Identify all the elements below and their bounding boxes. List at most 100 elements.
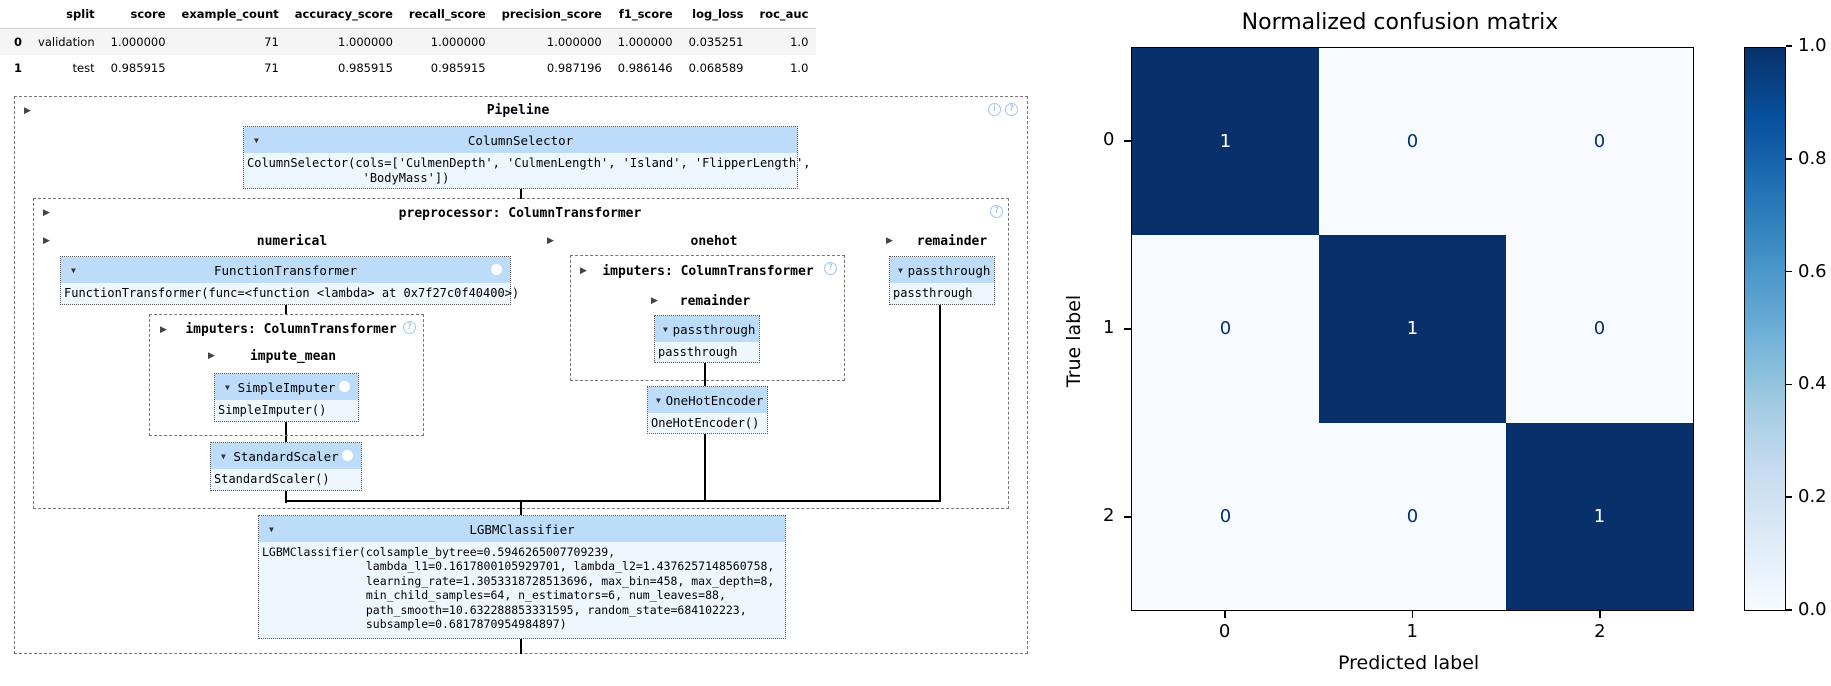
cell-accuracy-score: 0.985915 — [286, 55, 401, 81]
expand-triangle-icon[interactable]: ▶ — [43, 208, 50, 218]
cell-roc-auc: 1.0 — [751, 28, 817, 55]
passthrough-estimator[interactable]: ▼passthrough passthrough — [654, 315, 760, 363]
colorbar-tick-text: 0.2 — [1798, 486, 1827, 508]
cell-recall-score: 0.985915 — [400, 55, 494, 81]
simple-imputer-label: SimpleImputer — [237, 379, 336, 395]
remainder-passthrough-params: passthrough — [893, 286, 973, 300]
cell-precision-score: 1.000000 — [493, 28, 610, 55]
standard-scaler-label: StandardScaler — [233, 448, 339, 464]
expand-triangle-icon[interactable]: ▶ — [43, 236, 50, 246]
y-tick-label: 0 — [1103, 129, 1115, 150]
simple-imputer-estimator[interactable]: ▼ SimpleImputer SimpleImputer() — [214, 373, 359, 422]
x-tick-mark — [1224, 611, 1226, 618]
function-transformer-label: FunctionTransformer — [214, 262, 357, 278]
fitted-status-icon — [491, 264, 502, 275]
lgbm-classifier-estimator[interactable]: ▼LGBMClassifier LGBMClassifier(colsample… — [258, 515, 786, 639]
matrix-cell: 0 — [1506, 48, 1693, 236]
expand-triangle-icon[interactable]: ▶ — [24, 106, 31, 116]
function-transformer-estimator[interactable]: ▼FunctionTransformer FunctionTransformer… — [60, 256, 519, 305]
header-split: split — [30, 0, 103, 29]
passthrough-label: passthrough — [672, 321, 756, 337]
metrics-table: split score example_count accuracy_score… — [0, 0, 817, 81]
header-example-count: example_count — [173, 0, 287, 29]
onehot-title: onehot — [690, 234, 738, 249]
onehot-encoder-params: OneHotEncoder() — [651, 416, 760, 430]
colorbar-tick-label: 0.0 — [1786, 599, 1827, 620]
x-tick-label: 2 — [1594, 621, 1606, 642]
colorbar-tick-text: 0.8 — [1798, 147, 1827, 169]
collapse-triangle-icon[interactable]: ▼ — [254, 135, 259, 145]
collapse-triangle-icon[interactable]: ▼ — [898, 265, 903, 275]
colorbar-tick-label: 0.6 — [1786, 261, 1827, 282]
header-score: score — [102, 0, 174, 29]
column-selector-params: ColumnSelector(cols=['CulmenDepth', 'Cul… — [247, 156, 811, 170]
colorbar-tick-mark — [1786, 45, 1792, 47]
table-row: 1 test 0.985915 71 0.985915 0.985915 0.9… — [0, 55, 817, 81]
connector-line — [285, 491, 287, 503]
help-icon[interactable]: ? — [990, 205, 1003, 218]
info-icon[interactable]: i — [988, 103, 1001, 116]
collapse-triangle-icon[interactable]: ▼ — [221, 451, 226, 461]
collapse-triangle-icon[interactable]: ▼ — [656, 395, 661, 405]
cell-example-count: 71 — [173, 28, 287, 55]
onehot-encoder-label: OneHotEncoder — [665, 392, 764, 408]
x-axis-label: Predicted label — [1338, 652, 1480, 674]
header-f1-score: f1_score — [609, 0, 681, 29]
y-tick-mark — [1124, 328, 1131, 330]
collapse-triangle-icon[interactable]: ▼ — [269, 524, 274, 534]
header-index — [0, 0, 31, 29]
cell-accuracy-score: 1.000000 — [286, 28, 401, 55]
colorbar-tick-label: 0.2 — [1786, 486, 1827, 507]
colorbar-tick-mark — [1786, 609, 1792, 611]
colorbar-tick-text: 0.6 — [1798, 260, 1827, 282]
simple-imputer-params: SimpleImputer() — [218, 403, 327, 417]
numerical-imputers-container — [149, 314, 424, 436]
onehot-imputers-title: imputers: ColumnTransformer — [602, 264, 814, 279]
collapse-triangle-icon[interactable]: ▼ — [663, 324, 668, 334]
expand-triangle-icon[interactable]: ▶ — [651, 296, 658, 306]
expand-triangle-icon[interactable]: ▶ — [580, 266, 587, 276]
remainder-passthrough-label: passthrough — [907, 262, 991, 278]
column-selector-estimator[interactable]: ▼ColumnSelector ColumnSelector(cols=['Cu… — [243, 126, 811, 189]
matrix-cell: 1 — [1132, 48, 1319, 236]
numerical-imputers-title: imputers: ColumnTransformer — [185, 322, 397, 337]
table-row: 0 validation 1.000000 71 1.000000 1.0000… — [0, 28, 817, 55]
collapse-triangle-icon[interactable]: ▼ — [225, 382, 230, 392]
matrix-cell: 1 — [1319, 235, 1506, 423]
cell-precision-score: 0.987196 — [493, 55, 610, 81]
cell-log-loss: 0.035251 — [680, 28, 752, 55]
cell-log-loss: 0.068589 — [680, 55, 752, 81]
matrix-cell: 0 — [1319, 48, 1506, 236]
cell-score: 1.000000 — [102, 28, 174, 55]
colorbar-tick-label: 0.8 — [1786, 148, 1827, 169]
expand-triangle-icon[interactable]: ▶ — [208, 351, 215, 361]
cell-example-count: 71 — [173, 55, 287, 81]
colorbar-tick-mark — [1786, 383, 1792, 386]
remainder-passthrough-estimator[interactable]: ▼ passthrough passthrough — [889, 256, 995, 305]
connector-line — [520, 189, 522, 199]
connector-line — [285, 422, 287, 442]
colorbar-tick-mark — [1786, 158, 1792, 160]
collapse-triangle-icon[interactable]: ▼ — [71, 265, 76, 275]
x-tick-label: 0 — [1218, 621, 1231, 642]
onehot-encoder-estimator[interactable]: ▼ OneHotEncoder OneHotEncoder() — [647, 386, 768, 434]
help-icon[interactable]: ? — [403, 321, 416, 334]
expand-triangle-icon[interactable]: ▶ — [547, 236, 554, 246]
matrix-cell: 1 — [1506, 422, 1693, 610]
expand-triangle-icon[interactable]: ▶ — [886, 236, 893, 246]
standard-scaler-estimator[interactable]: ▼StandardScaler StandardScaler() — [210, 442, 362, 491]
lgbm-classifier-params: LGBMClassifier(colsample_bytree=0.594626… — [262, 545, 775, 632]
chart-title: Normalized confusion matrix — [1241, 10, 1559, 35]
colorbar-tick-mark — [1786, 270, 1792, 273]
matrix-cell: 0 — [1132, 235, 1319, 423]
help-icon[interactable]: ? — [1005, 103, 1018, 116]
cell-f1-score: 0.986146 — [609, 55, 681, 81]
matrix-cell: 0 — [1506, 235, 1693, 423]
column-selector-params-cont: 'BodyMass']) — [247, 170, 450, 185]
help-icon[interactable]: ? — [824, 262, 837, 275]
colorbar-tick-mark — [1786, 496, 1792, 498]
expand-triangle-icon[interactable]: ▶ — [160, 325, 167, 335]
colorbar-tick-label: 1.0 — [1786, 35, 1827, 56]
row-index: 1 — [0, 55, 31, 81]
